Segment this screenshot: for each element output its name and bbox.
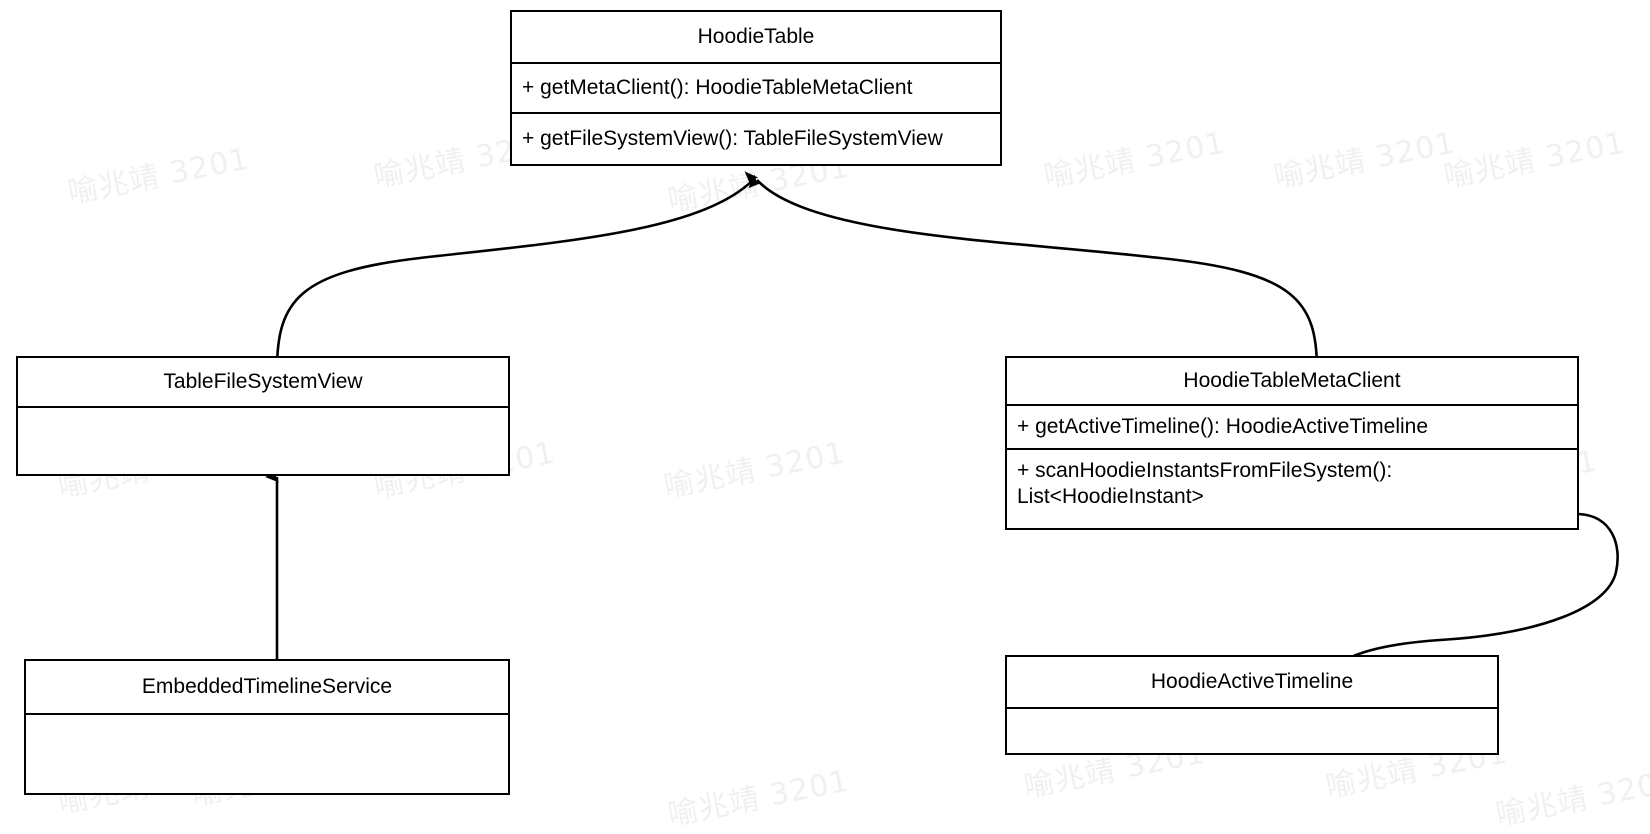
class-members-embeddedtimelineservice: [26, 715, 508, 793]
watermark-5: 喻兆靖 3201: [1441, 125, 1629, 196]
edge-hoodietablemetaclient-to-hoodietable: [748, 174, 1319, 371]
watermark-8: 喻兆靖 3201: [661, 435, 849, 506]
class-box-tablefilesystemview[interactable]: TableFileSystemView: [16, 356, 510, 476]
class-box-hoodieactivetimeline[interactable]: HoodieActiveTimeline: [1005, 655, 1499, 755]
class-method-hoodietable-0: + getMetaClient(): HoodieTableMetaClient: [512, 64, 1000, 114]
watermark-14: 喻兆靖 3201: [665, 763, 853, 834]
class-members-tablefilesystemview: [18, 408, 508, 474]
watermark-3: 喻兆靖 3201: [1041, 125, 1229, 196]
class-name-hoodietablemetaclient: HoodieTableMetaClient: [1007, 358, 1577, 406]
class-method-hoodietable-1: + getFileSystemView(): TableFileSystemVi…: [522, 127, 943, 150]
watermark-0: 喻兆靖 3201: [65, 141, 253, 212]
watermark-4: 喻兆靖 3201: [1271, 125, 1459, 196]
class-box-hoodietable[interactable]: HoodieTable + getMetaClient(): HoodieTab…: [510, 10, 1002, 166]
class-box-embeddedtimelineservice[interactable]: EmbeddedTimelineService: [24, 659, 510, 795]
class-box-hoodietablemetaclient[interactable]: HoodieTableMetaClient + getActiveTimelin…: [1005, 356, 1579, 530]
class-method-hoodietablemetaclient-1: + scanHoodieInstantsFromFileSystem(): Li…: [1017, 459, 1393, 508]
class-name-tablefilesystemview: TableFileSystemView: [18, 358, 508, 408]
watermark-17: 喻兆靖 3201: [1493, 763, 1650, 834]
class-name-embeddedtimelineservice: EmbeddedTimelineService: [26, 661, 508, 715]
class-method-hoodietablemetaclient-0: + getActiveTimeline(): HoodieActiveTimel…: [1007, 406, 1577, 450]
edge-tablefilesystemview-to-hoodietable: [275, 171, 759, 371]
class-members-hoodieactivetimeline: [1007, 709, 1497, 753]
class-name-hoodietable: HoodieTable: [512, 12, 1000, 64]
class-name-hoodieactivetimeline: HoodieActiveTimeline: [1007, 657, 1497, 709]
